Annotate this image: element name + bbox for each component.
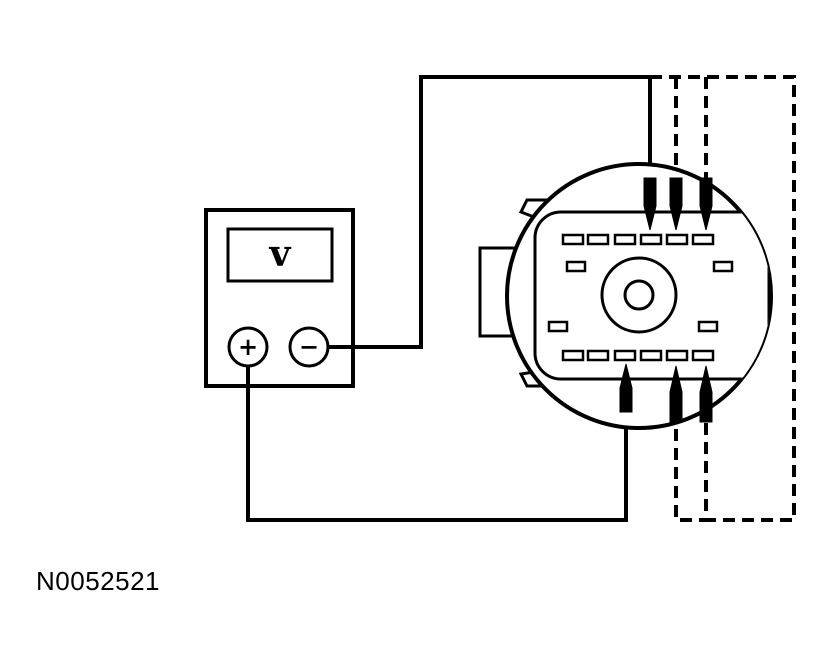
probe-tip-up bbox=[699, 365, 713, 423]
connector-assembly bbox=[478, 162, 773, 430]
probe-tip-down bbox=[699, 177, 713, 231]
side-slots bbox=[547, 260, 734, 333]
pin-slot bbox=[586, 349, 610, 362]
pin-slot bbox=[665, 233, 689, 246]
probe-tip-down bbox=[669, 177, 683, 231]
negative-test-lead bbox=[328, 75, 652, 349]
pin-slot bbox=[639, 349, 663, 362]
probe-tip-up bbox=[619, 363, 633, 413]
alternate-test-leads bbox=[650, 75, 796, 522]
probe-tip-down bbox=[643, 177, 657, 231]
pin-slot bbox=[613, 233, 637, 246]
pin-slot bbox=[665, 349, 689, 362]
pin-slot bbox=[561, 233, 585, 246]
voltmeter: v + − bbox=[204, 208, 355, 388]
bottom-pin-row bbox=[561, 349, 715, 362]
positive-terminal-label: + bbox=[238, 332, 258, 361]
dashed-lead-top-outer bbox=[650, 75, 796, 522]
center-hub-inner bbox=[623, 279, 655, 311]
figure-reference-code: N0052521 bbox=[36, 566, 160, 596]
voltmeter-display bbox=[226, 227, 334, 283]
top-pin-row bbox=[561, 233, 715, 246]
probe-tip-up bbox=[669, 365, 683, 423]
negative-terminal-label: − bbox=[299, 332, 319, 361]
voltmeter-display-symbol: v bbox=[269, 233, 292, 275]
pin-slot bbox=[639, 233, 663, 246]
side-slot bbox=[712, 260, 734, 273]
pin-slot bbox=[586, 233, 610, 246]
side-slot bbox=[547, 320, 569, 333]
pin-slot bbox=[691, 233, 715, 246]
side-slot bbox=[565, 260, 587, 273]
dashed-lead-bottom-2 bbox=[674, 410, 706, 522]
positive-test-lead bbox=[246, 366, 628, 522]
pin-slot bbox=[613, 349, 637, 362]
side-slot bbox=[697, 320, 719, 333]
probe-tips bbox=[619, 177, 713, 423]
pin-slot bbox=[691, 349, 715, 362]
pin-slot bbox=[561, 349, 585, 362]
